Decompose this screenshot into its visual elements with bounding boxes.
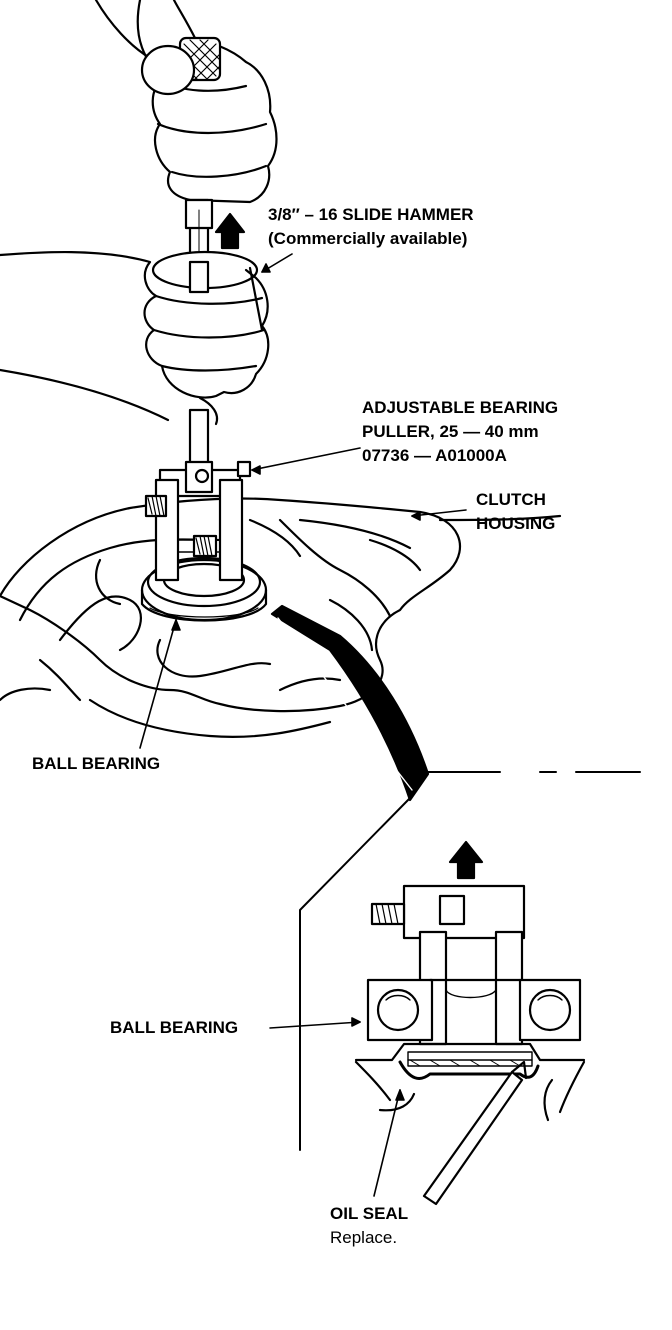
detail-oil-seal xyxy=(354,1042,586,1080)
lower-hand xyxy=(0,250,270,426)
detail-frame xyxy=(299,771,641,1151)
detail-leader-lines xyxy=(269,1017,405,1197)
puller-bolt-lower xyxy=(192,534,218,558)
bearing-puller-label: ADJUSTABLE BEARING PULLER, 25 — 40 mm 07… xyxy=(362,396,558,468)
hammer-knob xyxy=(140,36,222,96)
slide-weight xyxy=(151,250,264,332)
detail-ball-bearing xyxy=(366,978,582,1042)
oil-seal-label-line1: OIL SEAL xyxy=(330,1204,409,1223)
oil-seal-label-line2: Replace. xyxy=(330,1228,398,1247)
clutch-housing-label-line2: HOUSING xyxy=(476,514,556,533)
slide-hammer-label-line1: 3/8″ – 16 SLIDE HAMMER xyxy=(268,205,474,224)
up-arrow-icon xyxy=(214,212,246,250)
bearing-puller-label-line1: ADJUSTABLE BEARING xyxy=(362,398,559,417)
adjustable-bearing-puller xyxy=(154,460,244,582)
upper-hand xyxy=(94,0,278,204)
leader-lines xyxy=(139,253,467,749)
detail-up-arrow-icon xyxy=(448,840,484,880)
puller-bolt-upper xyxy=(144,494,168,518)
clutch-housing-label: CLUTCH HOUSING xyxy=(476,488,555,536)
detail-housing xyxy=(354,1060,586,1122)
detail-connector xyxy=(270,604,430,802)
slide-hammer-label-line2: (Commercially available) xyxy=(268,229,468,248)
detail-screwdriver xyxy=(422,1060,528,1206)
ball-bearing-label-detail: BALL BEARING xyxy=(110,1018,239,1037)
ball-bearing-label-top: BALL BEARING xyxy=(32,754,161,773)
puller-bolt-right xyxy=(236,460,252,478)
detail-puller-body xyxy=(370,884,526,1046)
oil-seal-label: OIL SEAL Replace. xyxy=(330,1202,408,1250)
slide-hammer-label: 3/8″ – 16 SLIDE HAMMER (Commercially ava… xyxy=(268,203,474,251)
clutch-housing-label-line1: CLUTCH xyxy=(476,490,546,509)
bearing-puller-label-line3: 07736 — A01000A xyxy=(362,446,507,465)
bearing-puller-label-line2: PULLER, 25 — 40 mm xyxy=(362,422,539,441)
puller-shaft xyxy=(188,408,210,470)
